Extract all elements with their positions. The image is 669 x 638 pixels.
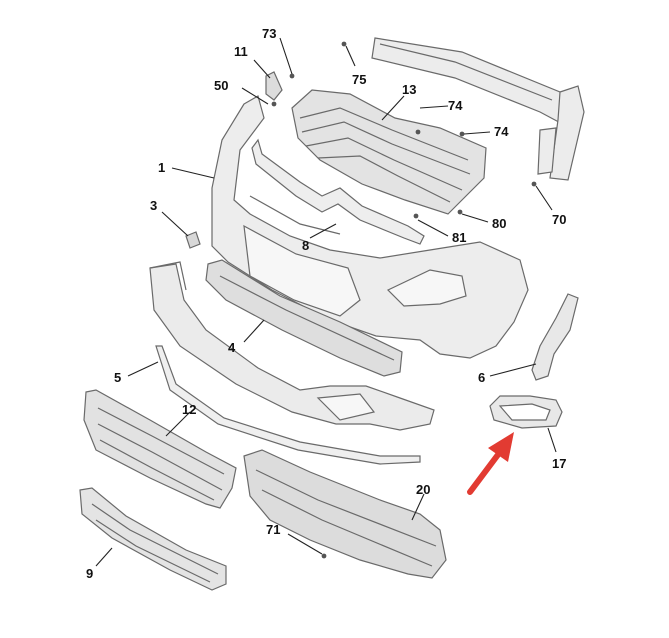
- label-80: 80: [492, 216, 506, 231]
- part-labels: 73 11 50 75 13 74 74 1 3 8 81 80 70 4 5 …: [86, 26, 566, 581]
- label-8: 8: [302, 238, 309, 253]
- grille-insert: [79, 487, 227, 591]
- label-17: 17: [552, 456, 566, 471]
- bracket-11: [265, 71, 283, 101]
- label-70: 70: [552, 212, 566, 227]
- label-6: 6: [478, 370, 485, 385]
- label-74-upper: 74: [448, 98, 463, 113]
- label-74-lower: 74: [494, 124, 509, 139]
- upper-grille: [291, 89, 487, 215]
- chevron-strip: [251, 138, 425, 245]
- red-arrow-icon: [467, 432, 514, 495]
- label-71: 71: [266, 522, 280, 537]
- label-3: 3: [150, 198, 157, 213]
- front-bumper: [211, 95, 529, 359]
- lower-grille: [83, 389, 237, 509]
- label-12: 12: [182, 402, 196, 417]
- leader-lines: [95, 37, 557, 567]
- small-bracket-3: [185, 231, 201, 249]
- label-11: 11: [234, 44, 248, 59]
- lower-spoiler: [149, 261, 435, 431]
- energy-absorber: [205, 259, 403, 377]
- label-73: 73: [262, 26, 276, 41]
- label-5: 5: [114, 370, 121, 385]
- undertray: [243, 449, 447, 579]
- label-20: 20: [416, 482, 430, 497]
- reinforcement-beam: [371, 37, 585, 181]
- label-50: 50: [214, 78, 228, 93]
- clips: [271, 41, 537, 559]
- label-13: 13: [402, 82, 416, 97]
- side-trim: [531, 293, 579, 381]
- label-75: 75: [352, 72, 366, 87]
- label-1: 1: [158, 160, 165, 175]
- fog-lamp-bezel: [489, 395, 563, 429]
- label-81: 81: [452, 230, 466, 245]
- label-4: 4: [228, 340, 236, 355]
- label-9: 9: [86, 566, 93, 581]
- trim-strip: [155, 345, 421, 465]
